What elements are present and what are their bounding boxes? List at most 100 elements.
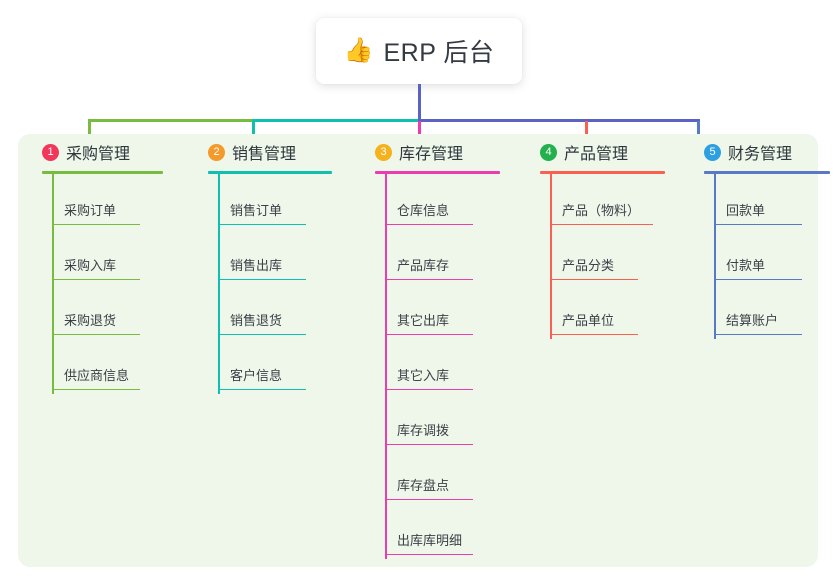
leaf-item-rule — [714, 333, 802, 335]
leaf-item-label: 销售订单 — [230, 203, 283, 218]
column-badge-icon-3: 3 — [375, 143, 392, 161]
leaf-item-label: 产品分类 — [562, 258, 615, 273]
leaf-item[interactable]: 采购退货 — [30, 284, 195, 339]
leaf-item-label: 产品单位 — [562, 313, 615, 328]
column-rule-1 — [42, 171, 163, 174]
leaf-item[interactable]: 客户信息 — [196, 339, 361, 394]
leaf-item-rule — [52, 388, 140, 390]
column-items-2: 销售订单销售出库销售退货客户信息 — [196, 174, 361, 394]
column-title-1: 采购管理 — [66, 146, 131, 163]
leaf-item[interactable]: 库存盘点 — [363, 449, 528, 504]
leaf-item-rule — [385, 443, 473, 445]
thumbs-up-icon: 👍 — [343, 37, 374, 64]
leaf-item-rule — [385, 278, 473, 280]
leaf-item[interactable]: 销售出库 — [196, 229, 361, 284]
leaf-item-label: 库存调拨 — [397, 423, 450, 438]
column-title-3: 库存管理 — [399, 146, 464, 163]
leaf-item[interactable]: 产品库存 — [363, 229, 528, 284]
leaf-item-rule — [385, 223, 473, 225]
column-header-3[interactable]: 3 库存管理 — [363, 134, 528, 170]
leaf-item[interactable]: 库存调拨 — [363, 394, 528, 449]
column-title-4: 产品管理 — [564, 146, 629, 163]
leaf-item-label: 出库库明细 — [397, 533, 463, 548]
leaf-item-rule — [385, 498, 473, 500]
bus-segment-3 — [418, 119, 700, 122]
leaf-item-rule — [52, 223, 140, 225]
leaf-item-rule — [550, 278, 638, 280]
leaf-item[interactable]: 出库库明细 — [363, 504, 528, 559]
leaf-item[interactable]: 供应商信息 — [30, 339, 195, 394]
leaf-item[interactable]: 结算账户 — [692, 284, 818, 339]
column-rule-4 — [540, 171, 665, 174]
leaf-item[interactable]: 销售订单 — [196, 174, 361, 229]
leaf-item-rule — [385, 553, 473, 555]
drop-connector-5 — [697, 121, 700, 143]
leaf-item-rule — [385, 333, 473, 335]
leaf-item-label: 产品库存 — [397, 258, 450, 273]
column-rule-5 — [704, 171, 830, 174]
leaf-item-label: 供应商信息 — [64, 368, 130, 383]
column-spine-4 — [550, 174, 552, 339]
leaf-item[interactable]: 产品分类 — [528, 229, 693, 284]
column-spine-1 — [52, 174, 54, 394]
leaf-item[interactable]: 仓库信息 — [363, 174, 528, 229]
leaf-item-rule — [218, 333, 306, 335]
leaf-item-label: 销售退货 — [230, 313, 283, 328]
leaf-item-label: 销售出库 — [230, 258, 283, 273]
column-rule-3 — [375, 171, 500, 174]
leaf-item-label: 采购入库 — [64, 258, 117, 273]
leaf-item-rule — [385, 388, 473, 390]
column-header-1[interactable]: 1 采购管理 — [30, 134, 195, 170]
column-badge-icon-1: 1 — [42, 143, 59, 161]
leaf-item[interactable]: 产品（物料） — [528, 174, 693, 229]
column-items-3: 仓库信息产品库存其它出库其它入库库存调拨库存盘点出库库明细 — [363, 174, 528, 559]
leaf-item-rule — [218, 388, 306, 390]
bus-segment-2 — [252, 119, 420, 122]
leaf-item-label: 库存盘点 — [397, 478, 450, 493]
leaf-item[interactable]: 采购订单 — [30, 174, 195, 229]
leaf-item[interactable]: 回款单 — [692, 174, 818, 229]
root-node-card[interactable]: 👍 ERP 后台 — [316, 18, 522, 84]
root-stem-connector — [418, 84, 421, 121]
leaf-item[interactable]: 其它出库 — [363, 284, 528, 339]
column-spine-2 — [218, 174, 220, 394]
leaf-item-rule — [218, 223, 306, 225]
leaf-item[interactable]: 采购入库 — [30, 229, 195, 284]
leaf-item-rule — [550, 333, 638, 335]
leaf-item-label: 回款单 — [726, 203, 766, 218]
column-3: 3 库存管理仓库信息产品库存其它出库其它入库库存调拨库存盘点出库库明细 — [363, 134, 528, 559]
leaf-item[interactable]: 销售退货 — [196, 284, 361, 339]
column-badge-icon-5: 5 — [704, 143, 721, 161]
column-items-1: 采购订单采购入库采购退货供应商信息 — [30, 174, 195, 394]
leaf-item-label: 产品（物料） — [562, 203, 641, 218]
leaf-item[interactable]: 产品单位 — [528, 284, 693, 339]
leaf-item-label: 付款单 — [726, 258, 766, 273]
drop-connector-2 — [252, 121, 255, 143]
column-items-5: 回款单付款单结算账户 — [692, 174, 818, 339]
column-spine-5 — [714, 174, 716, 339]
column-badge-icon-2: 2 — [208, 143, 225, 161]
leaf-item[interactable]: 其它入库 — [363, 339, 528, 394]
leaf-item-label: 采购退货 — [64, 313, 117, 328]
leaf-item-rule — [52, 333, 140, 335]
root-node-title: ERP 后台 — [383, 39, 495, 67]
leaf-item-rule — [714, 278, 802, 280]
leaf-item-label: 仓库信息 — [397, 203, 450, 218]
bus-segment-1 — [88, 119, 254, 122]
column-1: 1 采购管理采购订单采购入库采购退货供应商信息 — [30, 134, 195, 394]
leaf-item-label: 客户信息 — [230, 368, 283, 383]
leaf-item[interactable]: 付款单 — [692, 229, 818, 284]
leaf-item-rule — [714, 223, 802, 225]
drop-connector-3 — [418, 121, 421, 143]
leaf-item-rule — [218, 278, 306, 280]
column-rule-2 — [208, 171, 332, 174]
leaf-item-label: 其它入库 — [397, 368, 450, 383]
drop-connector-4 — [585, 121, 588, 143]
column-spine-3 — [385, 174, 387, 559]
